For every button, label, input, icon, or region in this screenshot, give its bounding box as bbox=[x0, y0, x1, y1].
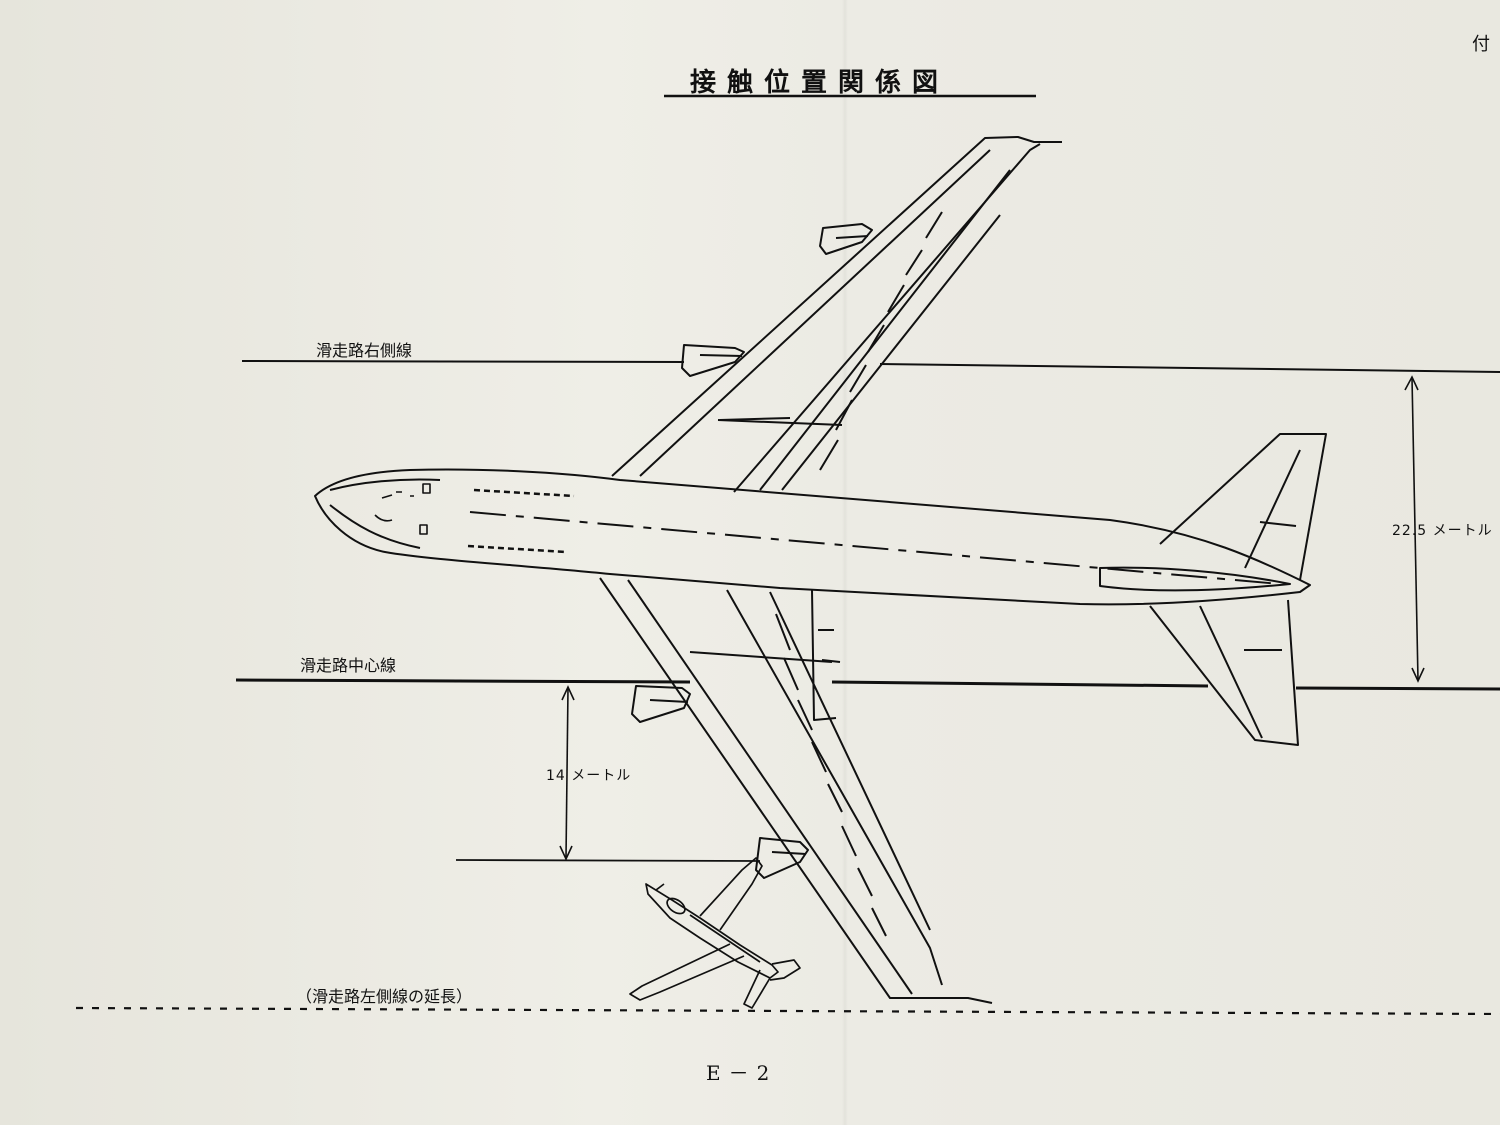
passenger-windows bbox=[467, 488, 575, 554]
fighter-jet bbox=[629, 857, 801, 1009]
engine-reference-line bbox=[455, 859, 761, 862]
dimension-arrow-14-m bbox=[559, 685, 575, 861]
runway-left-edge-extension-label: （滑走路左側線の延長） bbox=[296, 987, 473, 1006]
upper-inboard-engine bbox=[681, 344, 745, 377]
runway-centerline-label: 滑走路中心線 bbox=[300, 656, 397, 675]
page-number: E－2 bbox=[706, 1061, 778, 1085]
runway-right-edge-line bbox=[241, 360, 1500, 373]
fuselage bbox=[314, 468, 1311, 606]
appendix-mark: 付 bbox=[1472, 34, 1490, 55]
lower-wing bbox=[599, 577, 993, 1004]
runway-left-edge-extension-line bbox=[75, 1006, 1500, 1016]
dimension-arrow-22-5-m bbox=[1404, 375, 1425, 683]
cockpit-windows bbox=[374, 483, 431, 535]
vertical-stabilizer-upper bbox=[1159, 433, 1327, 581]
dimension-22-5-m-label: 22.5 メートル bbox=[1392, 523, 1493, 539]
upper-outboard-engine bbox=[819, 223, 873, 255]
horizontal-stabilizer-lower bbox=[1149, 599, 1299, 746]
lower-inboard-engine bbox=[631, 685, 691, 723]
paper-fold bbox=[842, 0, 848, 1125]
diagram-title: 接触位置関係図 bbox=[690, 68, 950, 98]
upper-wing bbox=[611, 136, 1062, 493]
runway-centerline bbox=[235, 678, 1500, 691]
lower-outboard-engine-contact-point bbox=[755, 837, 809, 879]
runway-right-edge-label: 滑走路右側線 bbox=[316, 341, 413, 360]
